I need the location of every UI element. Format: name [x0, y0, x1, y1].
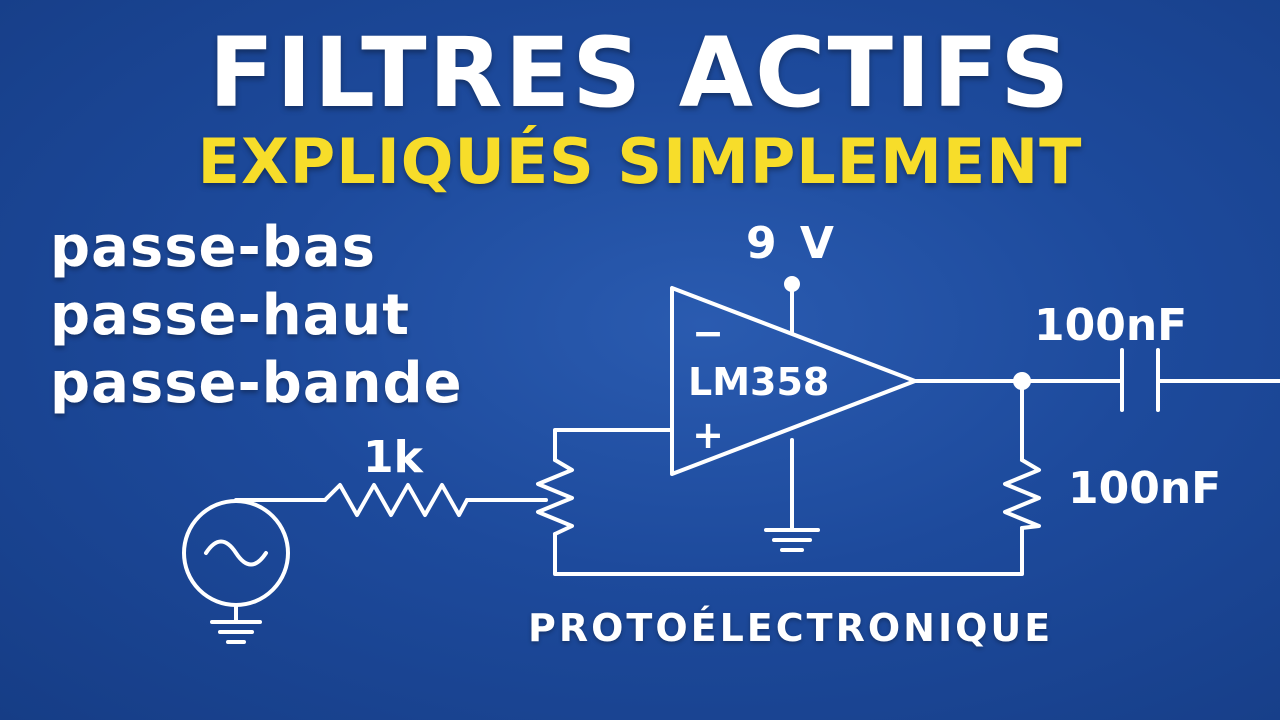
input-resistor-icon: [323, 483, 469, 517]
bottom-return-wire: [553, 526, 1024, 576]
feedback-top-wire: [553, 428, 674, 462]
ground-icon-opamp: [764, 528, 820, 552]
potentiometer-icon: [536, 458, 574, 536]
filter-type-band-pass: passe-bande: [50, 351, 463, 416]
page-subtitle: EXPLIQUÉS SIMPLEMENT: [197, 125, 1083, 198]
output-resistor-label: 100nF: [1068, 463, 1221, 514]
input-resistor-label: 1k: [363, 432, 425, 483]
brand-label: PROTOÉLECTRONIQUE: [528, 606, 1054, 650]
ac-source-sine: [204, 539, 268, 567]
opamp-plus-label: +: [692, 413, 724, 457]
filter-type-high-pass: passe-haut: [50, 283, 411, 348]
opamp-minus-label: −: [692, 311, 724, 355]
filter-type-low-pass: passe-bas: [50, 215, 376, 280]
capacitor-icon: [1120, 348, 1160, 412]
page-title: FILTRES ACTIFS: [208, 17, 1072, 129]
filter-type-list: passe-bas passe-haut passe-bande: [50, 214, 463, 418]
supply-terminal-icon: [784, 276, 800, 292]
output-resistor-icon: [1003, 458, 1041, 530]
opamp-model-label: LM358: [688, 360, 829, 404]
ground-icon-source: [210, 620, 262, 644]
supply-label: 9 V: [746, 218, 838, 269]
source-to-resistor-wire: [234, 498, 327, 503]
capacitor-label: 100nF: [1034, 300, 1187, 351]
opamp-triangle-icon: [670, 286, 917, 476]
